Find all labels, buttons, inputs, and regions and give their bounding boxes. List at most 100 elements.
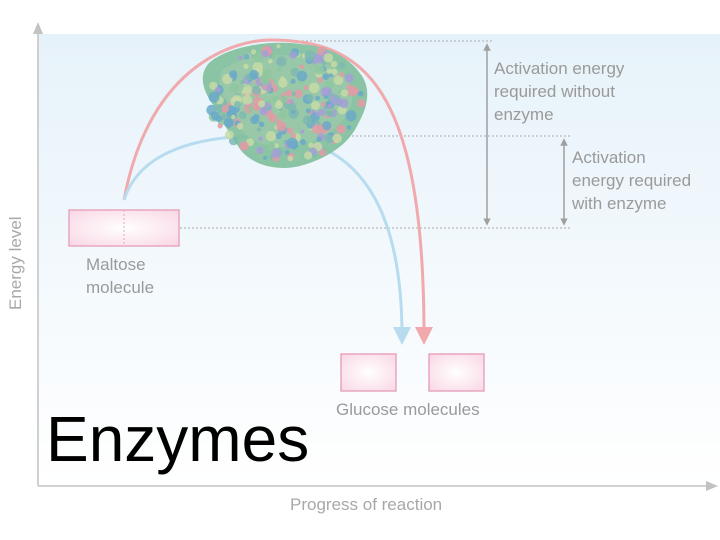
enzyme-atom: [312, 60, 317, 65]
enzyme-atom: [238, 111, 247, 120]
enzyme-atom: [299, 64, 305, 70]
enzyme-atom: [271, 95, 278, 103]
enzyme-atom: [316, 136, 322, 142]
enzyme-atom: [238, 55, 243, 61]
enzyme-atom: [293, 154, 300, 161]
enzyme-atom: [323, 53, 334, 63]
enzyme-atom: [253, 52, 264, 63]
enzyme-atom: [338, 61, 346, 69]
enzyme-atom: [280, 95, 288, 103]
enzyme-atom: [286, 137, 298, 149]
enzyme-atom: [256, 146, 264, 154]
svg-text:energy required: energy required: [572, 171, 691, 190]
activation-with-enzyme-label: Activation energy required with enzyme: [571, 148, 691, 213]
enzyme-atom: [231, 114, 236, 120]
glucose-label: Glucose molecules: [336, 400, 480, 419]
enzyme-atom: [290, 133, 297, 139]
enzyme-atom: [278, 109, 288, 120]
enzyme-atom: [275, 132, 282, 140]
enzyme-atom: [233, 101, 242, 109]
enzyme-atom: [258, 121, 265, 128]
enzyme-atom: [271, 148, 282, 159]
y-axis-arrowhead: [33, 22, 43, 34]
enzyme-atom: [326, 68, 332, 74]
enzyme-atom: [312, 124, 322, 134]
enzyme-atom: [261, 50, 269, 58]
enzyme-atom: [305, 108, 311, 114]
enzyme-atom: [330, 68, 338, 76]
enzyme-atom: [290, 78, 296, 84]
enzyme-atom: [315, 95, 320, 101]
enzyme-atom: [276, 44, 281, 49]
enzyme-atom: [268, 59, 273, 64]
enzyme-atom: [345, 110, 357, 122]
enzyme-atom: [336, 89, 341, 94]
enzyme-atom: [344, 73, 354, 83]
enzyme-atom: [273, 143, 279, 149]
enzyme-atom: [224, 130, 234, 140]
svg-text:Activation: Activation: [572, 148, 646, 167]
enzyme-atom: [291, 91, 296, 96]
enzyme-atom: [357, 99, 366, 108]
enzyme-atom: [317, 77, 323, 83]
y-axis-label: Energy level: [6, 216, 25, 310]
enzyme-atom: [308, 82, 320, 94]
enzyme-molecule-image: [202, 42, 368, 168]
enzyme-atom: [299, 139, 307, 146]
enzyme-atom: [327, 103, 333, 109]
x-axis-arrowhead: [706, 481, 718, 491]
enzyme-atom: [276, 121, 287, 132]
svg-text:with enzyme: with enzyme: [571, 194, 666, 213]
plot-background: [38, 34, 720, 486]
glucose-molecule-1: [340, 353, 397, 392]
slide-title: Enzymes: [46, 403, 309, 475]
maltose-molecule: [68, 209, 180, 247]
enzyme-atom: [300, 129, 305, 134]
enzyme-atom: [289, 51, 297, 59]
enzyme-atom: [322, 86, 332, 96]
enzyme-atom: [303, 85, 309, 91]
maltose-label-line1: Maltose: [86, 255, 146, 274]
enzyme-atom: [248, 106, 254, 112]
enzyme-atom: [256, 127, 262, 132]
enzyme-atom: [333, 75, 344, 85]
enzyme-atom: [249, 69, 259, 80]
enzyme-atom: [209, 81, 218, 91]
enzyme-atom: [258, 136, 263, 141]
enzyme-atom: [308, 142, 314, 148]
enzyme-atom: [223, 118, 234, 128]
enzyme-atom: [314, 64, 325, 75]
enzyme-atom: [346, 84, 352, 89]
enzyme-atom: [278, 78, 288, 88]
enzyme-atom: [315, 54, 324, 64]
enzyme-atom: [304, 50, 315, 61]
enzyme-atom: [208, 91, 220, 103]
enzyme-atom: [217, 123, 223, 129]
enzyme-atom: [311, 101, 320, 110]
enzyme-atom: [242, 85, 253, 95]
enzyme-atom: [289, 99, 294, 104]
enzyme-atom: [259, 107, 268, 116]
enzyme-atom: [353, 88, 360, 94]
energy-reference-lines: [180, 40, 572, 229]
enzyme-atom: [335, 95, 340, 100]
enzyme-atom: [262, 85, 268, 90]
enzyme-atom: [268, 113, 278, 123]
enzyme-atom: [213, 105, 222, 114]
enzyme-atom: [258, 100, 266, 108]
enzyme-atom: [226, 105, 236, 114]
svg-text:enzyme: enzyme: [494, 105, 554, 124]
enzyme-atom: [221, 105, 229, 113]
enzyme-atom: [285, 89, 293, 97]
enzyme-atom: [265, 106, 271, 111]
enzyme-atom: [315, 111, 321, 117]
enzyme-atom: [263, 155, 268, 160]
enzyme-atom: [339, 98, 349, 109]
enzyme-atom: [250, 115, 259, 125]
enzyme-atom: [265, 131, 277, 142]
svg-text:required without: required without: [494, 82, 615, 101]
enzyme-atom: [340, 89, 349, 97]
enzyme-atom: [277, 67, 282, 72]
activation-arrows: [483, 43, 568, 226]
